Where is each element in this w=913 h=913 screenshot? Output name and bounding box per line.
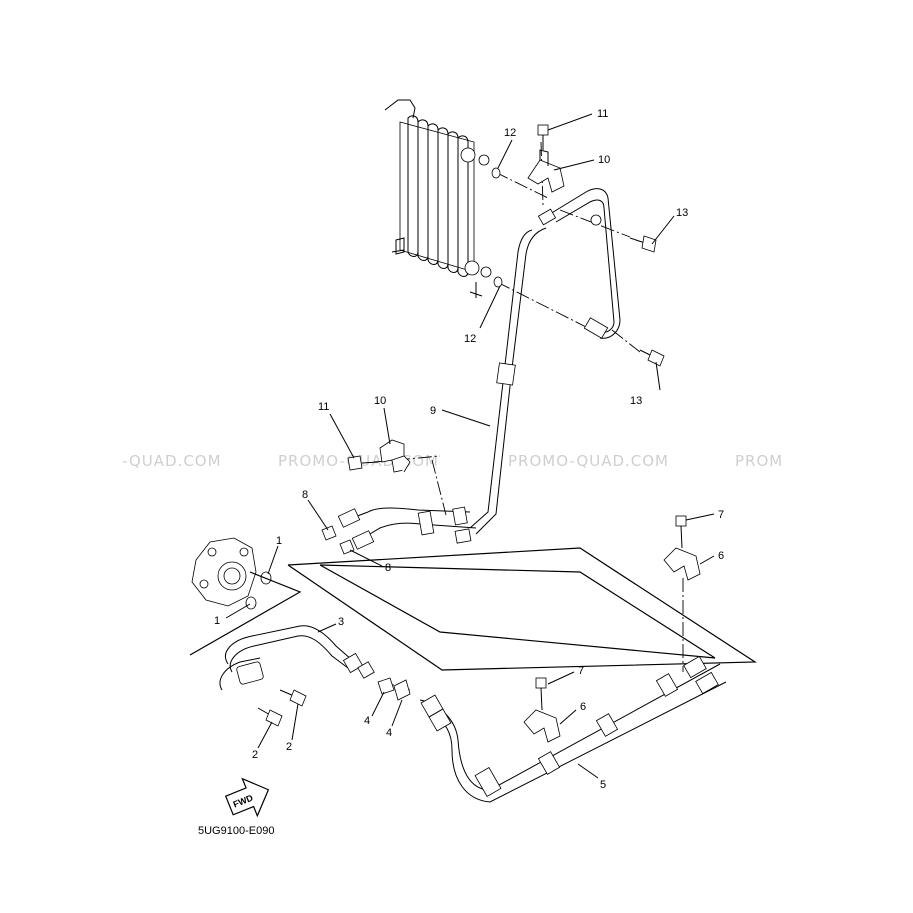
cooler-fins [407, 115, 469, 277]
bolt-2-b [279, 689, 307, 707]
callout-7-upper: 7 [718, 509, 724, 521]
callout-13-upper: 13 [676, 207, 688, 219]
bolt-7-lower [535, 677, 547, 711]
watermark-segment-1: -QUAD.COM [122, 452, 222, 470]
callout-4-right: 4 [386, 727, 392, 739]
leader-lines [225, 113, 715, 779]
clip-4-a [377, 677, 395, 695]
oil-cooler [384, 99, 492, 298]
bolt-7-upper [675, 515, 687, 549]
callout-1-lower: 1 [214, 615, 220, 627]
o-ring-upper [491, 167, 501, 179]
callout-1-upper: 1 [276, 535, 282, 547]
bolt-upper [537, 124, 549, 150]
watermark: -QUAD.COM PROMO-QUAD.COM PROMO-QUAD.COM … [122, 452, 783, 470]
callout-6-upper: 6 [718, 550, 724, 562]
callout-8-lower: 8 [385, 562, 391, 574]
bolt-8-b [339, 539, 355, 555]
callout-11-lower: 11 [318, 401, 329, 413]
bolt-11-lower [347, 455, 379, 471]
callout-4-left: 4 [364, 715, 370, 727]
callout-10-lower: 10 [374, 395, 386, 407]
callout-7-lower: 7 [578, 665, 584, 677]
callout-6-lower: 6 [580, 701, 586, 713]
callout-13-lower: 13 [630, 395, 642, 407]
bolt-13-lower [639, 349, 665, 367]
hose-ends-left [337, 506, 477, 550]
diagram-code: 5UG9100-E090 [198, 825, 274, 837]
callout-5: 5 [600, 779, 606, 791]
bolt-8-a [321, 525, 337, 541]
clamp-6-upper [663, 547, 701, 581]
pipe-3 [219, 625, 375, 691]
fwd-arrow-icon: FWD [224, 777, 270, 818]
callout-11-upper: 11 [597, 108, 608, 120]
pipe-5 [419, 655, 727, 803]
watermark-segment-4: PROM [735, 452, 783, 470]
callout-10-upper: 10 [598, 154, 610, 166]
engine-flange [191, 537, 272, 610]
clip-4-b [393, 679, 411, 701]
callout-9: 9 [430, 405, 436, 417]
bolt-13-upper [629, 235, 657, 253]
cooler-hoses [469, 188, 621, 535]
callout-3: 3 [338, 616, 344, 628]
o-ring-1-lower [245, 596, 257, 610]
bolt-2-a [257, 707, 283, 727]
callout-2-left: 2 [252, 749, 258, 761]
callout-labels: 11 10 12 13 12 13 9 10 11 8 8 1 1 3 2 2 … [214, 108, 724, 791]
callout-8-upper: 8 [302, 489, 308, 501]
clamp-upper [527, 149, 565, 193]
watermark-segment-3: PROMO-QUAD.COM [508, 452, 669, 470]
o-ring-lower [493, 276, 503, 288]
clamp-lower [379, 439, 411, 473]
callout-12-lower: 12 [464, 333, 476, 345]
clamp-6-lower [523, 709, 561, 743]
callout-12-upper: 12 [504, 127, 516, 139]
callout-2-right: 2 [286, 741, 292, 753]
outline-frames [189, 547, 757, 671]
